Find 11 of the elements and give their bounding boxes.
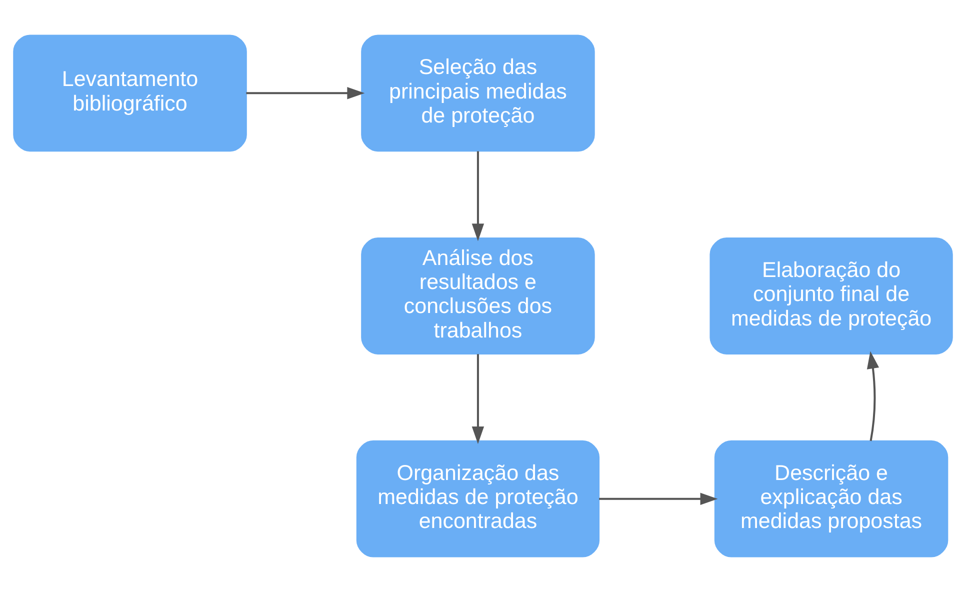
node-box: Levantamento bibliográfico xyxy=(13,34,247,152)
node-box: Análise dos resultados e conclusões dos trabalhos xyxy=(361,238,595,354)
arrow xyxy=(246,87,365,100)
arrow xyxy=(599,492,718,505)
node-box: Elaboração do conjunto final de medidas de proteção xyxy=(710,238,953,354)
arrow xyxy=(866,351,880,442)
arrow xyxy=(472,354,484,444)
node-box: Descrição e explicação das medidas propostas xyxy=(714,440,948,558)
node-box: Seleção das principais medidas de proteção xyxy=(361,34,595,152)
node-box: Organização das medidas de proteção encontradas xyxy=(356,440,600,558)
arrow xyxy=(472,151,484,242)
